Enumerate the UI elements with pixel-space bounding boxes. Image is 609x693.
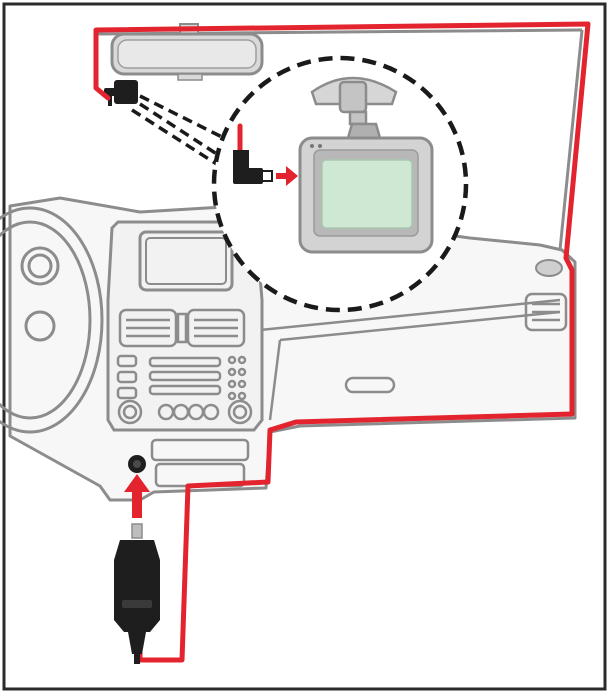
dashboard-contour [259,298,561,421]
air-vents [118,292,568,348]
camera-detail-callout [211,55,469,313]
speaker-grille [535,259,563,277]
usb-connector [233,123,273,184]
console-display [138,230,234,292]
glovebox-handle [344,376,396,394]
arrow-up-icon [124,474,150,518]
steering-wheel [0,206,104,434]
power-cable [93,21,591,663]
callout-connector [131,94,233,172]
mirror-mounted-camera [104,80,138,106]
suction-mount [310,76,398,140]
car-charger-plug [114,523,160,664]
arrow-right-icon [276,166,298,186]
camera-screen [321,159,413,229]
radio-panel [116,354,253,425]
dashboard [0,196,577,502]
dash-camera [298,136,434,254]
circle-socket-icon [128,455,146,473]
